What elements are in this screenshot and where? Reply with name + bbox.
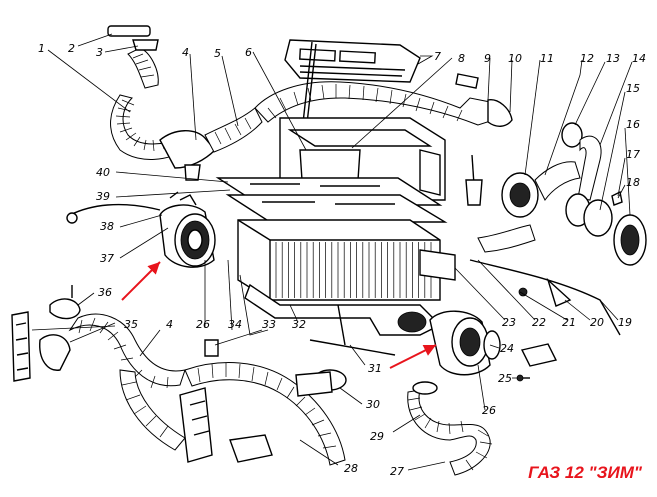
label-8: 8	[458, 52, 465, 65]
highlight-arrows	[121, 261, 437, 369]
control-panel	[284, 39, 421, 83]
label-37: 37	[100, 252, 114, 265]
label-19: 19	[618, 316, 632, 329]
label-18: 18	[626, 176, 640, 189]
label-32: 32	[292, 318, 306, 331]
wrench-31	[309, 304, 396, 356]
label-21: 21	[562, 316, 576, 329]
label-36: 36	[98, 286, 112, 299]
defroster-nozzle	[107, 25, 151, 37]
label-11: 11	[540, 52, 554, 65]
right-fan-motor	[429, 310, 558, 376]
label-13: 13	[606, 52, 620, 65]
label-6: 6	[245, 46, 252, 59]
label-5: 5	[214, 47, 221, 60]
leader-lines	[31, 33, 633, 471]
part-number-labels: 1 2 3 4 5 6 7 8 9 10 11 12 13 14 15 16 1…	[38, 42, 646, 478]
label-39: 39	[96, 190, 110, 203]
nozzle-plate	[179, 387, 213, 463]
hose-lower-right	[407, 381, 493, 476]
left-fan-motor	[159, 194, 216, 268]
label-10: 10	[508, 52, 522, 65]
label-16: 16	[626, 118, 640, 131]
label-33: 33	[262, 318, 276, 331]
diagram-caption: ГАЗ 12 "ЗИМ"	[528, 463, 643, 482]
label-26-left: 26	[196, 318, 210, 331]
bracket-9	[455, 73, 479, 89]
label-3: 3	[96, 46, 103, 59]
label-1: 1	[38, 42, 45, 55]
label-4-bottom: 4	[166, 318, 173, 331]
hose-lower-left	[39, 313, 347, 466]
label-2: 2	[68, 42, 75, 55]
label-4-top: 4	[182, 46, 189, 59]
label-25: 25	[498, 372, 512, 385]
label-30: 30	[366, 398, 380, 411]
plates	[215, 177, 448, 223]
label-12: 12	[580, 52, 594, 65]
label-38: 38	[100, 220, 114, 233]
label-26-right: 26	[482, 404, 496, 417]
label-17: 17	[626, 148, 640, 161]
label-27: 27	[390, 465, 404, 478]
label-9: 9	[484, 52, 491, 65]
red-arrow-left	[121, 261, 161, 301]
label-28: 28	[344, 462, 358, 475]
radiator-core	[237, 219, 456, 301]
bolt-25	[516, 374, 530, 382]
hose-6	[254, 81, 513, 127]
label-35: 35	[124, 318, 138, 331]
red-arrow-right	[389, 344, 437, 369]
knob-13	[561, 122, 583, 148]
right-components	[455, 73, 647, 336]
label-24: 24	[500, 342, 514, 355]
label-29: 29	[370, 430, 384, 443]
hose-to-box-5	[204, 107, 263, 153]
label-31: 31	[368, 362, 382, 375]
label-34: 34	[228, 318, 242, 331]
label-15: 15	[626, 82, 640, 95]
plate-35-left	[11, 311, 31, 382]
label-23: 23	[502, 316, 516, 329]
label-7: 7	[434, 50, 441, 63]
label-40: 40	[96, 166, 110, 179]
clip-36	[49, 285, 81, 320]
label-22: 22	[532, 316, 546, 329]
label-14: 14	[632, 52, 646, 65]
radiator-tray	[244, 283, 442, 336]
label-20: 20	[590, 316, 604, 329]
